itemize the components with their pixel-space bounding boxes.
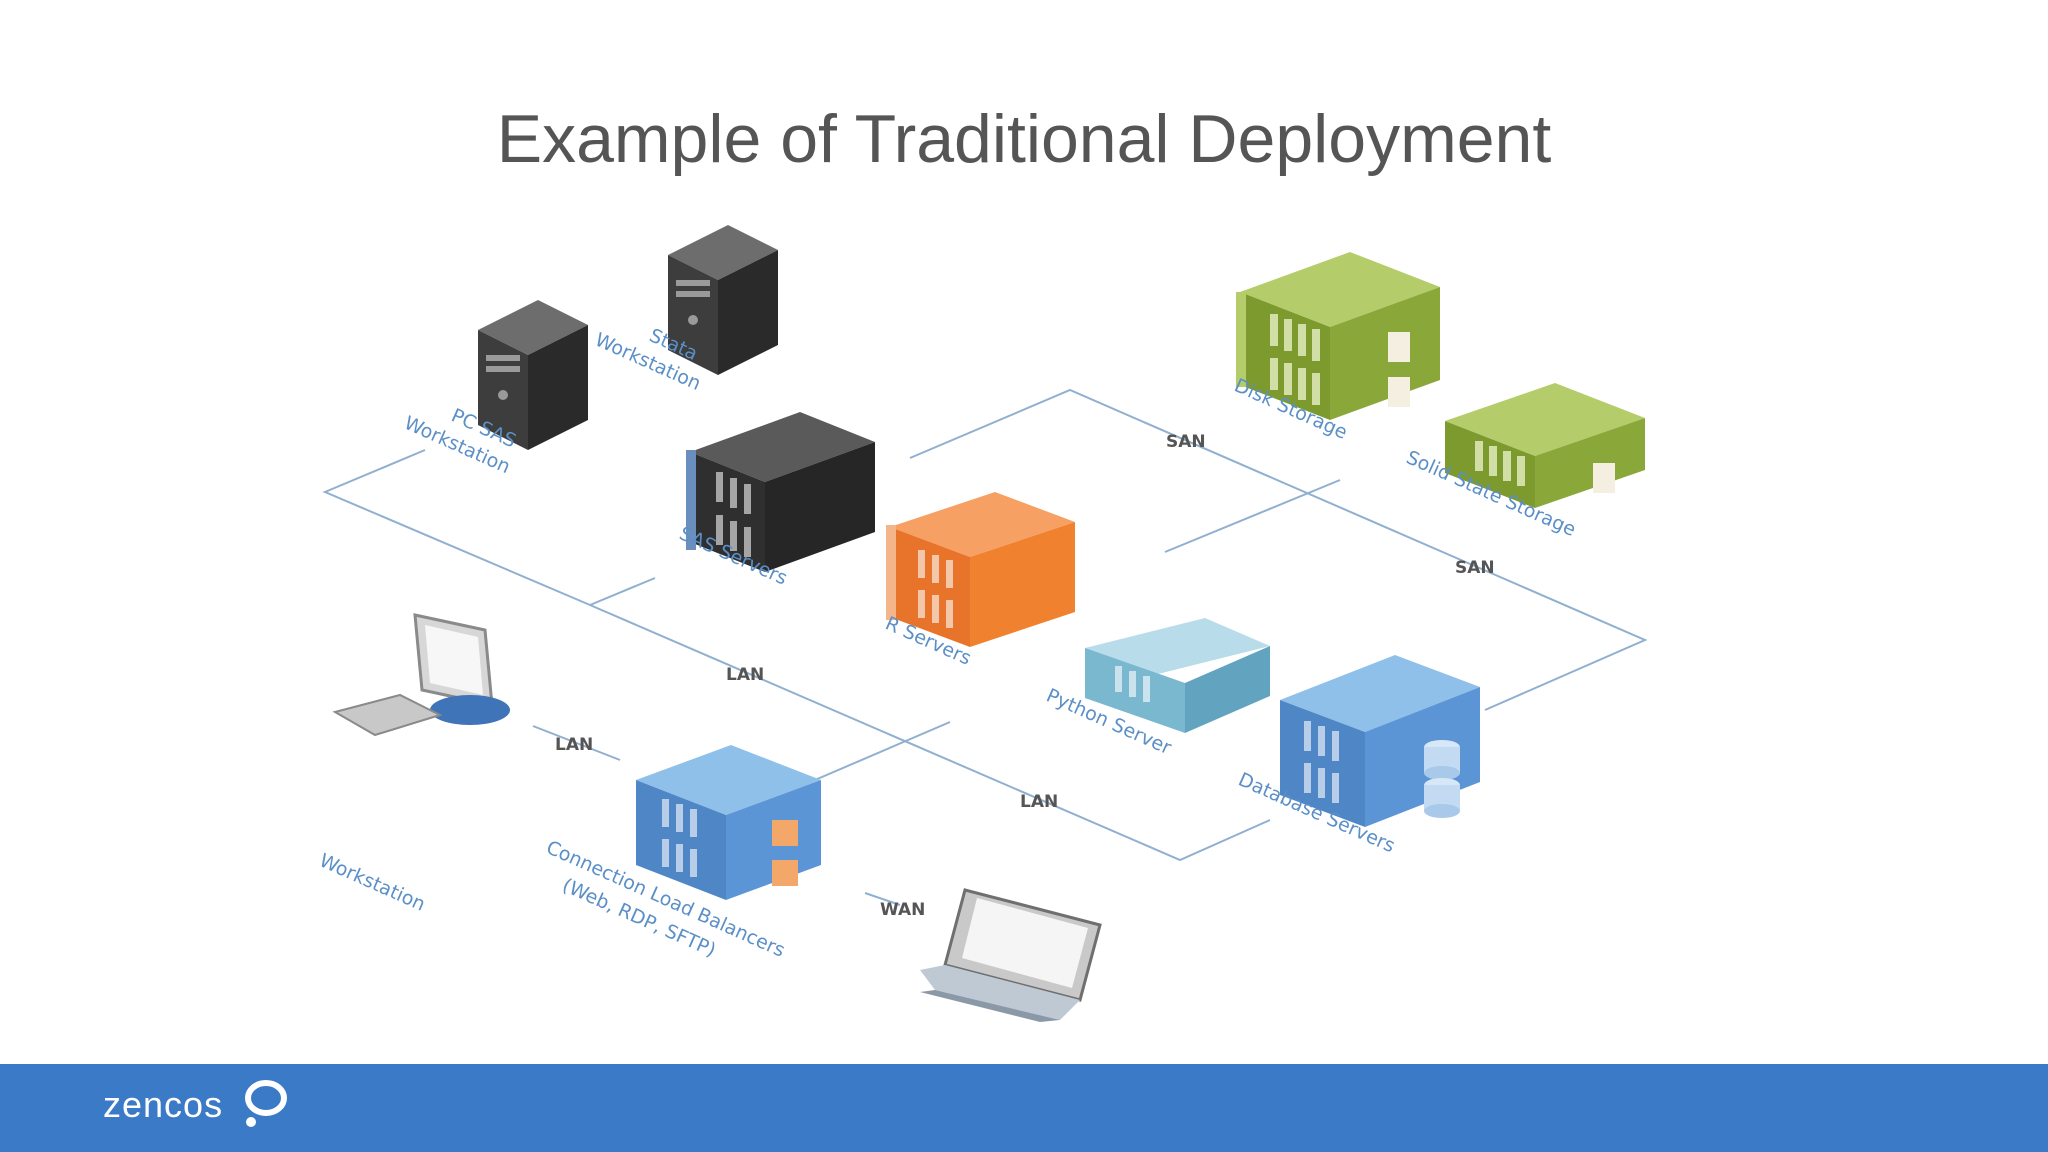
san-link-label-2: SAN [1455,558,1495,578]
san-link-label-1: SAN [1166,432,1206,452]
database-servers-icon [1280,655,1480,827]
sas-servers-icon [686,412,875,572]
lan-link-label-3: LAN [1020,792,1058,812]
wan-link-label: WAN [880,900,925,920]
lan-link-label-2: LAN [555,735,593,755]
lan-link-label-1: LAN [726,665,764,685]
zencos-logo-mark-icon [245,1080,287,1127]
python-server-icon [1085,618,1270,733]
network-links [322,388,1648,906]
solid-state-storage-icon [1445,383,1645,508]
footer-bar: zencos [0,1064,2048,1152]
deployment-diagram: PC SAS Workstation Stata Workstation SAS… [316,225,1648,1022]
load-balancers-icon [636,745,821,900]
r-servers-icon [886,492,1075,647]
laptop-icon [920,888,1102,1022]
zencos-logo: zencos [103,1084,224,1125]
workstation-label: Workstation [316,849,429,915]
slide-title: Example of Traditional Deployment [496,101,1552,177]
desktop-workstation-icon [332,613,510,737]
disk-storage-icon [1236,252,1440,420]
